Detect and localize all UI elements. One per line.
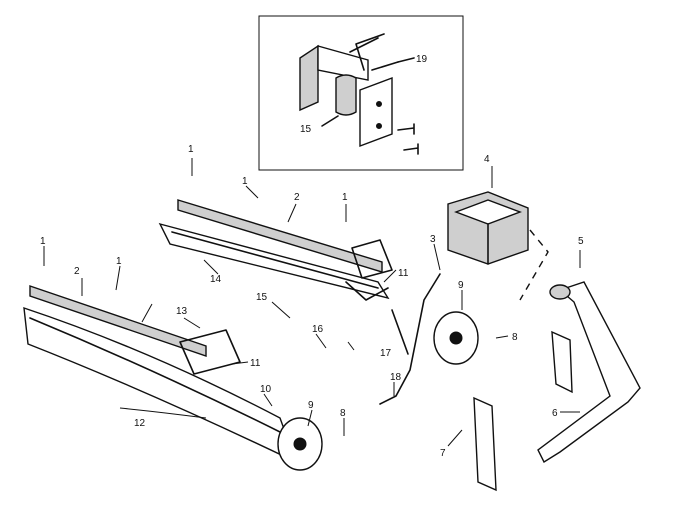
callout-12: 12 <box>134 418 146 429</box>
callout-7: 7 <box>440 448 446 459</box>
callout-5: 5 <box>578 236 584 247</box>
pilot-assembly-icon <box>299 33 419 155</box>
callout-1-e: 1 <box>116 256 122 267</box>
callout-2-b: 2 <box>74 266 80 277</box>
callout-8-a: 8 <box>512 332 518 343</box>
callout-2-a: 2 <box>294 192 300 203</box>
lower-burner-assembly <box>23 285 323 471</box>
upper-burner-assembly <box>158 199 393 301</box>
callout-1-d: 1 <box>40 236 46 247</box>
manifold-pipe-icon <box>537 281 641 464</box>
callout-16: 16 <box>312 324 324 335</box>
callout-1-b: 1 <box>242 176 248 187</box>
callout-15-a: 15 <box>256 292 268 303</box>
callout-18: 18 <box>390 372 402 383</box>
callout-13: 13 <box>176 306 188 317</box>
callout-1-c: 1 <box>342 192 348 203</box>
callout-1-a: 1 <box>188 144 194 155</box>
callout-17: 17 <box>380 348 392 359</box>
callout-8-b: 8 <box>340 408 346 419</box>
callout-9-a: 9 <box>458 280 464 291</box>
callout-6: 6 <box>552 408 558 419</box>
pilot-assembly-inset <box>258 15 464 171</box>
upper-mixer-icon <box>433 311 479 365</box>
callout-14: 14 <box>210 274 222 285</box>
callout-3: 3 <box>430 234 436 245</box>
gas-valve-icon <box>447 191 529 265</box>
callout-10: 10 <box>260 384 272 395</box>
air-mixer-icon <box>277 417 323 471</box>
callout-19: 19 <box>416 54 428 65</box>
callout-9-b: 9 <box>308 400 314 411</box>
callout-11-a: 11 <box>398 268 409 279</box>
callout-11-b: 11 <box>250 358 261 369</box>
burner-icon <box>158 199 393 300</box>
callout-4: 4 <box>484 154 490 165</box>
callout-15-b: 15 <box>300 124 312 135</box>
